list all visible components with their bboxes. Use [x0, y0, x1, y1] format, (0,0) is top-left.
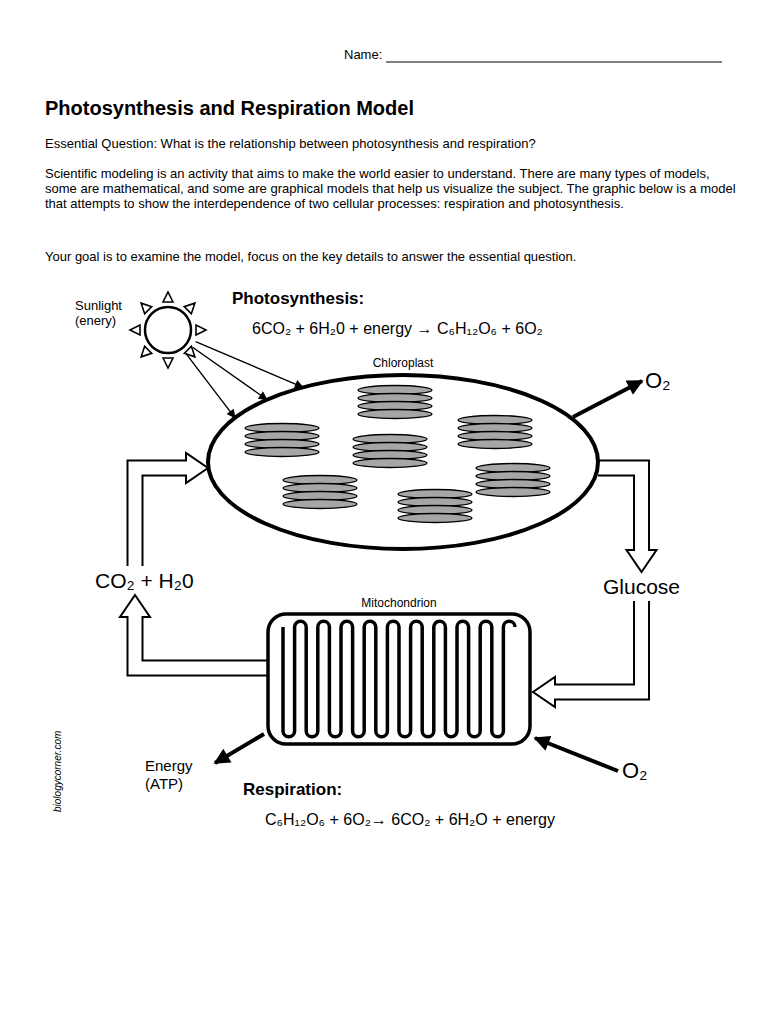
product-label-text: O₂: [645, 368, 671, 394]
sun-ray: [163, 292, 173, 302]
granum-disc: [353, 459, 427, 468]
sun-ray: [141, 346, 152, 357]
intro-paragraph: Scientific modeling is an activity that …: [45, 166, 737, 211]
sun-ray: [184, 303, 195, 314]
chloroplast-membrane: [208, 375, 598, 549]
chloroplast-text: Chloroplast: [203, 356, 603, 371]
light-ray-arrow: [193, 347, 267, 399]
granum-disc: [398, 514, 472, 523]
product-label: Energy (ATP): [145, 757, 209, 793]
flow-arrow-fill: [135, 615, 267, 668]
product-label: Glucose: [603, 574, 680, 599]
sun-icon-text: Sunlight (enery): [75, 298, 137, 328]
gas-arrow: [573, 381, 642, 417]
arrow: [186, 354, 235, 418]
flow-arrow-head: [186, 453, 208, 483]
chemical-equation: 6CO₂ + 6H₂0 + energy → C₆H₁₂O₆ + 6O₂: [252, 319, 543, 339]
flow-arrow-fill: [598, 468, 642, 552]
flow-arrow: [135, 453, 208, 566]
flow-arrow: [120, 595, 267, 668]
flow-arrow-outline: [598, 468, 642, 550]
arrow: [215, 734, 264, 763]
sun-disc: [145, 307, 191, 353]
mitochondrion-membrane: [268, 614, 530, 744]
gas-arrow: [215, 734, 264, 763]
flow-arrow-head: [627, 550, 657, 572]
process-heading: Respiration:: [243, 780, 342, 800]
flow-arrow-head: [533, 677, 555, 707]
reactant-label-text: CO₂ + H₂0: [95, 568, 194, 593]
granum-disc: [283, 500, 357, 509]
product-label-text: Glucose: [603, 574, 680, 599]
reactant-label-text: O₂: [622, 758, 648, 784]
gas-arrow: [535, 738, 618, 771]
sun-ray: [130, 325, 140, 335]
product-label: O₂: [645, 368, 671, 394]
granum-disc: [245, 448, 319, 457]
flow-arrow-outline: [135, 617, 267, 668]
product-label-text: Energy (ATP): [145, 757, 209, 793]
mitochondrion-text: Mitochondrion: [266, 596, 532, 611]
name-field: Name:: [344, 47, 382, 62]
granum-disc: [458, 440, 532, 449]
watermark: biologycorner.com: [52, 731, 64, 812]
mitochondrion-outline: [266, 596, 532, 748]
name-line: [386, 62, 722, 63]
flow-arrow-outline: [555, 601, 642, 692]
arrow: [193, 347, 267, 399]
page-title: Photosynthesis and Respiration Model: [45, 96, 414, 120]
granum-disc: [358, 410, 432, 419]
light-ray-arrow: [196, 342, 303, 388]
chloroplast: Chloroplast: [203, 356, 603, 552]
sun-icon: Sunlight (enery): [75, 292, 200, 368]
light-ray-arrow: [186, 354, 235, 418]
sun-ray: [141, 303, 152, 314]
chemical-equation: C₆H₁₂O₆ + 6O₂→ 6CO₂ + 6H₂O + energy: [265, 810, 555, 830]
flow-arrow: [533, 601, 642, 707]
arrow: [196, 342, 303, 388]
flow-arrow-outline: [135, 468, 186, 566]
granum-disc: [476, 488, 550, 497]
mitochondrion: Mitochondrion: [266, 596, 532, 748]
sun-ray: [184, 346, 195, 357]
sun-ray: [196, 325, 206, 335]
flow-arrow: [598, 468, 657, 572]
process-heading: Photosynthesis:: [232, 289, 364, 309]
chloroplast-outline: [203, 356, 603, 552]
arrow: [573, 381, 642, 417]
flow-arrow-fill: [135, 468, 188, 566]
essential-question: Essential Question: What is the relation…: [45, 136, 745, 151]
instructions: Your goal is to examine the model, focus…: [45, 249, 745, 264]
sun-ray: [163, 358, 173, 368]
flow-arrow-head: [120, 595, 150, 617]
flow-arrow-fill: [553, 601, 642, 692]
cristae: [283, 621, 515, 737]
reactant-label: CO₂ + H₂0: [95, 568, 194, 593]
arrow: [535, 738, 618, 771]
reactant-label: O₂: [622, 758, 648, 784]
